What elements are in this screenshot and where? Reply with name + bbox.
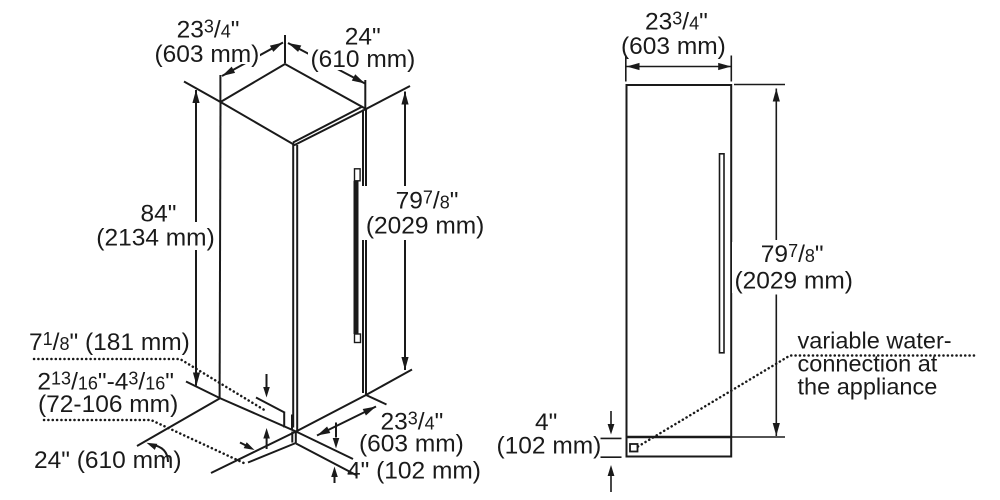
svg-text:(610 mm): (610 mm) xyxy=(311,46,416,73)
svg-text:the appliance: the appliance xyxy=(798,374,938,400)
svg-text:(603 mm): (603 mm) xyxy=(621,33,726,60)
svg-text:(102 mm): (102 mm) xyxy=(497,433,602,460)
svg-text:213/16"-43/16": 213/16"-43/16" xyxy=(37,369,174,396)
svg-text:233/4": 233/4" xyxy=(177,17,240,44)
svg-text:(2029 mm): (2029 mm) xyxy=(735,267,853,294)
svg-text:233/4": 233/4" xyxy=(645,9,708,36)
svg-text:4" (102 mm): 4" (102 mm) xyxy=(347,458,481,485)
svg-text:233/4": 233/4" xyxy=(381,409,444,436)
svg-text:variable water-: variable water- xyxy=(798,328,952,354)
svg-text:(603 mm): (603 mm) xyxy=(359,431,464,458)
svg-text:(2134 mm): (2134 mm) xyxy=(96,225,214,252)
svg-text:(603 mm): (603 mm) xyxy=(155,41,260,68)
svg-text:4": 4" xyxy=(535,409,557,436)
svg-text:71/8" (181 mm): 71/8" (181 mm) xyxy=(29,329,190,356)
svg-text:84": 84" xyxy=(141,201,177,228)
svg-text:(72-106 mm): (72-106 mm) xyxy=(38,391,178,418)
svg-text:24" (610 mm): 24" (610 mm) xyxy=(34,447,182,474)
svg-text:24": 24" xyxy=(345,24,381,51)
svg-text:connection at: connection at xyxy=(798,351,938,377)
svg-text:(2029 mm): (2029 mm) xyxy=(366,213,484,240)
